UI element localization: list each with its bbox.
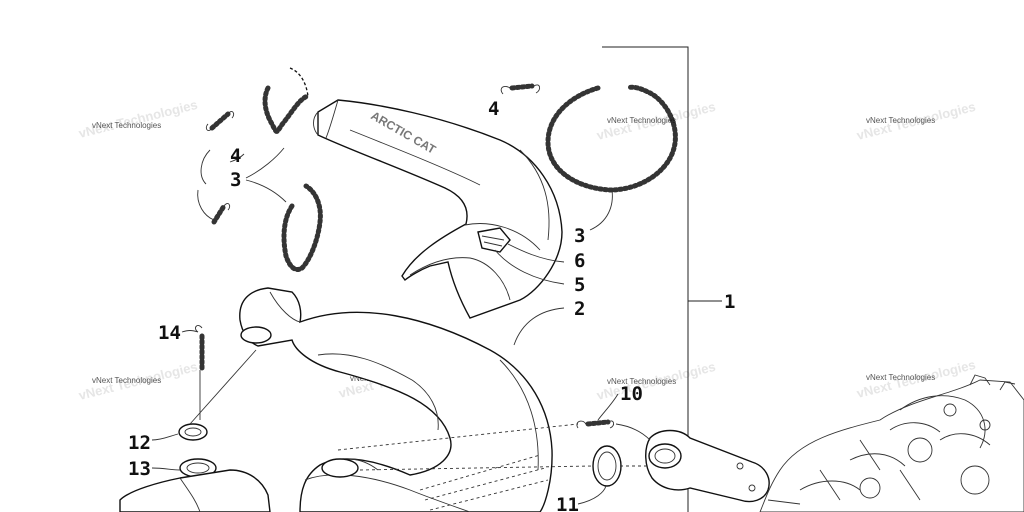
callout-2: 2 [574, 298, 585, 320]
leader-lines [151, 147, 801, 505]
spring-4-left-lower [211, 203, 231, 225]
callout-12: 12 [128, 432, 151, 454]
spring-4-top [500, 83, 541, 95]
callout-3-left: 3 [230, 169, 241, 191]
callout-14: 14 [158, 322, 181, 344]
callout-5: 5 [574, 274, 585, 296]
watermark-bg: vNext Technologies [77, 97, 199, 141]
watermark-1: vNext Technologies [92, 121, 161, 130]
callout-3-right: 3 [574, 225, 585, 247]
gasket-11 [592, 445, 622, 487]
callout-4-left: 4 [230, 145, 241, 167]
watermark-3: vNext Technologies [866, 116, 935, 125]
strap-3-left-lower [281, 183, 323, 272]
strap-3-right [545, 84, 678, 193]
spring-14 [195, 325, 205, 371]
callout-labels: 1 2 3 3 4 4 5 6 10 11 12 13 14 [128, 98, 735, 512]
watermark-4: vNext Technologies [92, 376, 161, 385]
expansion-chamber [239, 287, 553, 512]
callout-11: 11 [556, 494, 579, 512]
exhaust-manifold [645, 429, 770, 503]
callout-10: 10 [620, 383, 643, 405]
heat-shield: ARCTIC CAT [313, 99, 563, 319]
watermark-2: vNext Technologies [607, 116, 676, 125]
engine-block [759, 374, 1024, 512]
strap-3-left-upper [262, 67, 311, 134]
callout-13: 13 [128, 458, 151, 480]
callout-4-top: 4 [488, 98, 499, 120]
watermark-6: vNext Technologies [607, 377, 676, 386]
spring-4-left-upper [205, 111, 235, 131]
assembly-bracket [602, 46, 722, 512]
gasket-12 [178, 423, 208, 441]
silencer-13 [119, 458, 271, 512]
watermark-7: vNext Technologies [866, 373, 935, 382]
spring-10 [576, 419, 615, 429]
callout-1: 1 [724, 291, 735, 313]
callout-6: 6 [574, 250, 585, 272]
